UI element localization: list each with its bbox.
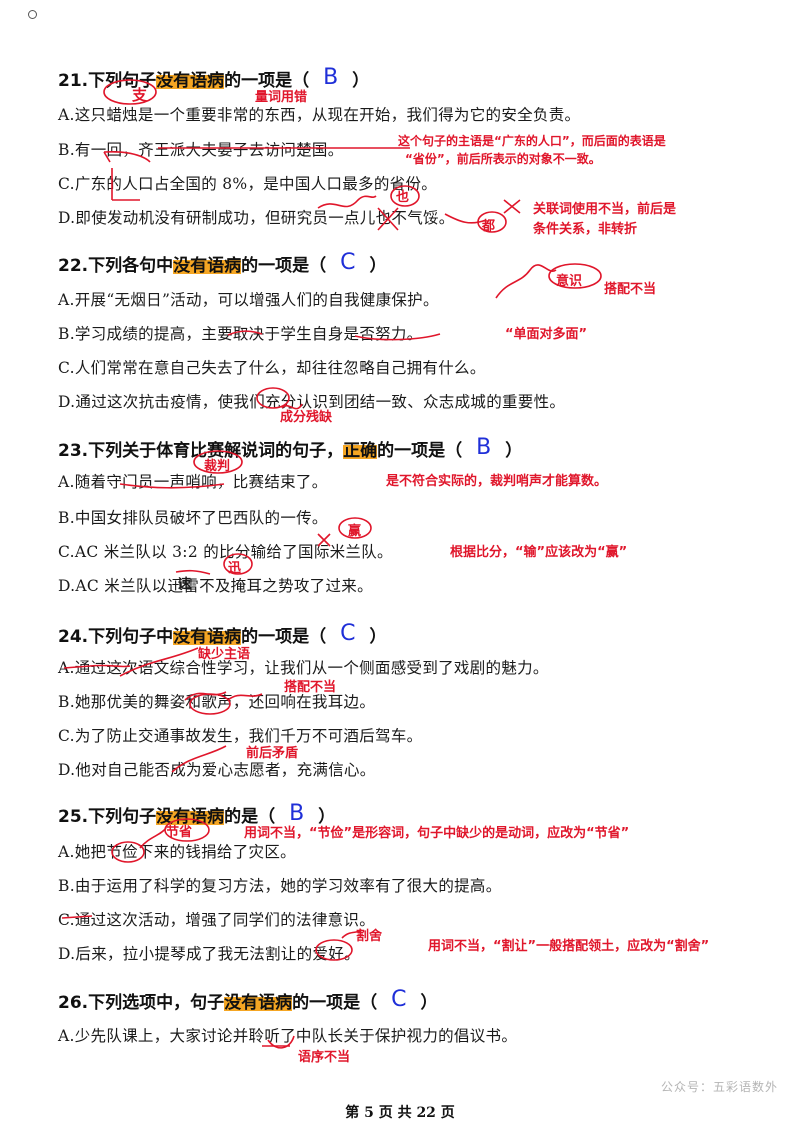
option-a: A.通过这次语文综合性学习，让我们从一个侧面感受到了戏剧的魅力。 [58, 659, 549, 677]
option-d: D.即使发动机没有研制成功，但研究员一点儿也不气馁。 [58, 209, 455, 227]
option-c: C.人们常常在意自己失去了什么，却往往忽略自己拥有什么。 [58, 359, 486, 377]
annotation: 速 [178, 577, 192, 592]
option-a: A.少先队课上，大家讨论并聆听了中队长关于保护视力的倡议书。 [58, 1027, 518, 1045]
corner-circle-icon [28, 10, 37, 19]
annotation: 搭配不当 [284, 680, 337, 695]
answer-mark: C [340, 621, 356, 646]
answer-mark: B [476, 435, 492, 460]
option-c: C.为了防止交通事故发生，我们千万不可酒后驾车。 [58, 727, 423, 745]
annotation: “省份”，前后所表示的对象不一致。 [405, 152, 601, 166]
question-24-title: 24.下列句子中没有语病的一项是（C） [58, 621, 387, 647]
highlight: 没有语病 [224, 993, 293, 1013]
option-b: B.学习成绩的提高，主要取决于学生自身是否努力。 [58, 325, 423, 343]
annotation: 都 [482, 219, 496, 234]
option-b: B.由于运用了科学的复习方法，她的学习效率有了很大的提高。 [58, 877, 502, 895]
question-26-title: 26.下列选项中，句子没有语病的一项是（C） [58, 987, 438, 1013]
question-23-title: 23.下列关于体育比赛解说词的句子，正确的一项是（B） [58, 435, 523, 461]
annotation: 割舍 [356, 929, 383, 944]
option-b: B.中国女排队员破坏了巴西队的一传。 [58, 509, 328, 527]
option-d: D.后来，拉小提琴成了我无法割让的爱好。 [58, 945, 360, 963]
annotation: 这个句子的主语是“广东的人口”，而后面的表语是 [398, 134, 666, 148]
annotation: 缺少主语 [198, 647, 251, 662]
answer-mark: B [289, 801, 305, 826]
option-a: A.这只蜡烛是一个重要非常的东西，从现在开始，我们得为它的安全负责。 [58, 106, 581, 124]
annotation: 迅 [228, 561, 242, 576]
annotation: 关联词使用不当，前后是 [533, 202, 677, 217]
option-c: C.通过这次活动，增强了同学们的法律意识。 [58, 911, 376, 929]
option-a: A.随着守门员一声哨响，比赛结束了。 [58, 473, 328, 491]
option-c: C.广东的人口占全国的 8%，是中国人口最多的省份。 [58, 175, 438, 193]
page-number: 第 5 页 共 22 页 [345, 1105, 455, 1121]
annotation: 裁判 [204, 459, 231, 474]
option-a: A.开展“无烟日”活动，可以增强人们的自我健康保护。 [58, 291, 439, 309]
question-21-title: 21.下列句子没有语病的一项是（B） [58, 65, 370, 91]
question-22-title: 22.下列各句中没有语病的一项是（C） [58, 250, 387, 276]
annotation: 意识 [556, 274, 583, 289]
highlight: 没有语病 [156, 71, 225, 91]
annotation: 语序不当 [298, 1050, 351, 1065]
annotation: “单面对多面” [505, 327, 588, 342]
annotation: 是不符合实际的，裁判哨声才能算数。 [386, 474, 608, 489]
annotation: 赢 [348, 524, 362, 539]
annotation: 也 [396, 190, 410, 205]
answer-mark: C [391, 987, 407, 1012]
highlight: 正确 [343, 441, 378, 461]
annotation: 前后矛盾 [246, 746, 299, 761]
annotation: 条件关系，非转折 [533, 222, 638, 237]
annotation: 用词不当，“节俭”是形容词，句子中缺少的是动词，应改为“节省” [244, 826, 630, 841]
watermark: 公众号：五彩语数外 [660, 1080, 778, 1094]
annotation: 搭配不当 [604, 282, 657, 297]
annotation: 支 [132, 86, 148, 104]
annotation: 节省 [166, 825, 193, 840]
answer-mark: C [340, 250, 356, 275]
option-d: D.他对自己能否成为爱心志愿者，充满信心。 [58, 761, 376, 779]
annotation: 根据比分，“输”应该改为“赢” [450, 545, 628, 560]
option-d: D.通过这次抗击疫情，使我们充分认识到团结一致、众志成城的重要性。 [58, 393, 566, 411]
option-c: C.AC 米兰队以 3:2 的比分输给了国际米兰队。 [58, 543, 393, 561]
option-d: D.AC 米兰队以迅雷不及掩耳之势攻了过来。 [58, 577, 373, 595]
option-a: A.她把节俭下来的钱捐给了灾区。 [58, 843, 296, 861]
highlight: 没有语病 [173, 256, 242, 276]
annotation: 成分残缺 [280, 410, 333, 425]
highlight: 没有语病 [173, 627, 242, 647]
option-b: B.有一回，齐王派大夫晏子去访问楚国。 [58, 141, 344, 159]
answer-mark: B [323, 65, 339, 90]
annotation: 用词不当，“割让”一般搭配领土，应改为“割舍” [428, 939, 710, 954]
annotation: 量词用错 [255, 90, 308, 105]
